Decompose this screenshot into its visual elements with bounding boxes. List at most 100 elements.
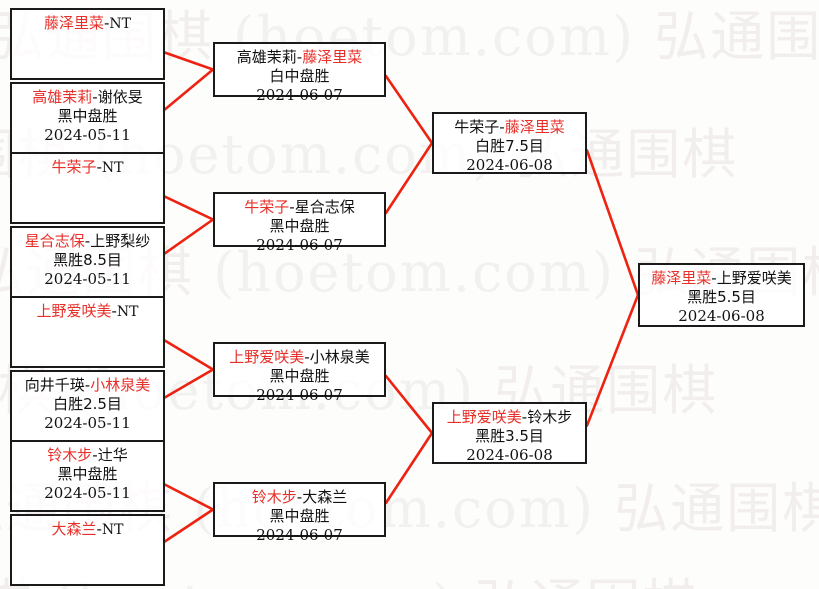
match-players: 牛荣子-星合志保 — [244, 198, 354, 217]
match-box-r1m8[interactable]: 大森兰-NT — [10, 514, 165, 586]
player-right: NT — [101, 160, 124, 176]
match-players: 大森兰-NT — [51, 520, 123, 540]
player-separator: - — [304, 348, 310, 366]
player-right: 藤泽里菜 — [302, 48, 363, 66]
player-separator: - — [521, 408, 528, 426]
player-right: 小林泉美 — [309, 348, 370, 366]
player-separator: - — [104, 14, 110, 32]
player-separator: - — [289, 198, 295, 216]
player-left: 牛荣子 — [454, 118, 500, 136]
match-players: 牛荣子-藤泽里菜 — [454, 118, 564, 137]
connector-line — [163, 68, 215, 111]
match-date: 2024-06-07 — [256, 526, 343, 545]
player-left: 大森兰 — [51, 520, 97, 538]
match-players: 牛荣子-NT — [51, 158, 123, 178]
connector-line — [163, 51, 215, 71]
match-result: 白胜2.5目 — [53, 395, 122, 414]
match-result: 黑中盘胜 — [57, 107, 118, 126]
match-box-r1m5[interactable]: 上野爱咲美-NT — [10, 296, 165, 368]
player-separator: - — [92, 88, 98, 106]
match-players: 藤泽里菜-NT — [44, 14, 131, 34]
match-players: 高雄茉莉-谢依旻 — [32, 88, 142, 107]
connector-line — [585, 293, 640, 427]
match-players: 星合志保-上野梨纱 — [25, 232, 150, 251]
match-date: 2024-05-11 — [44, 270, 131, 289]
match-box-r1m3[interactable]: 牛荣子-NT — [10, 152, 165, 224]
player-right: 藤泽里菜 — [504, 118, 565, 136]
match-players: 铃木步-大森兰 — [252, 488, 347, 507]
player-separator: - — [296, 48, 303, 66]
match-date: 2024-05-11 — [44, 414, 131, 433]
match-date: 2024-06-08 — [678, 307, 765, 326]
match-date: 2024-05-11 — [44, 484, 131, 503]
match-result: 黑中盘胜 — [57, 465, 118, 484]
match-date: 2024-06-08 — [466, 446, 553, 465]
player-left: 藤泽里菜 — [43, 14, 104, 32]
player-separator: - — [96, 520, 102, 538]
player-right: 大森兰 — [302, 488, 348, 506]
player-left: 上野爱咲美 — [36, 302, 112, 320]
connector-line — [384, 141, 434, 215]
player-left: 向井千瑛 — [24, 376, 85, 394]
match-result: 黑胜8.5目 — [53, 251, 122, 270]
match-players: 铃木步-辻华 — [47, 446, 127, 465]
player-right: 辻华 — [97, 446, 128, 464]
match-result: 白胜7.5目 — [475, 137, 544, 156]
player-left: 铃木步 — [251, 488, 297, 506]
match-result: 白中盘胜 — [269, 67, 330, 86]
connector-line — [163, 368, 215, 399]
connector-line — [163, 339, 215, 371]
player-left: 藤泽里菜 — [651, 269, 712, 287]
connector-line — [384, 74, 434, 145]
match-date: 2024-05-11 — [44, 126, 131, 145]
match-players: 向井千瑛-小林泉美 — [25, 376, 150, 395]
player-separator: - — [111, 302, 117, 320]
player-separator: - — [96, 158, 102, 176]
match-players: 上野爱咲美-NT — [36, 302, 138, 322]
connector-line — [585, 149, 640, 297]
connector-line — [163, 195, 215, 221]
match-box-r1m1[interactable]: 藤泽里菜-NT — [10, 8, 165, 80]
player-left: 牛荣子 — [51, 158, 97, 176]
connector-line — [163, 483, 215, 511]
connector-line — [384, 374, 434, 435]
player-left: 上野爱咲美 — [229, 348, 305, 366]
player-separator: - — [499, 118, 505, 136]
match-result: 黑中盘胜 — [269, 217, 330, 236]
player-left: 铃木步 — [47, 446, 93, 464]
player-right: 上野梨纱 — [90, 232, 151, 250]
player-right: 铃木步 — [527, 408, 573, 426]
match-players: 藤泽里菜-上野爱咲美 — [651, 269, 791, 288]
player-right: 小林泉美 — [90, 376, 151, 394]
connector-line — [384, 431, 434, 505]
connector-line — [163, 218, 215, 255]
player-left: 星合志保 — [24, 232, 85, 250]
player-right: 谢依旻 — [97, 88, 143, 106]
match-date: 2024-06-08 — [466, 156, 553, 175]
match-players: 上野爱咲美-铃木步 — [447, 408, 572, 427]
player-separator: - — [296, 488, 303, 506]
player-separator: - — [84, 232, 91, 250]
player-left: 高雄茉莉 — [236, 48, 297, 66]
player-separator: - — [92, 446, 98, 464]
match-result: 黑中盘胜 — [269, 367, 330, 386]
match-players: 上野爱咲美-小林泉美 — [229, 348, 369, 367]
match-date: 2024-06-07 — [256, 236, 343, 255]
player-right: 上野爱咲美 — [716, 269, 792, 287]
match-date: 2024-06-07 — [256, 386, 343, 405]
player-right: NT — [109, 16, 132, 32]
match-players: 高雄茉莉-藤泽里菜 — [237, 48, 362, 67]
player-right: NT — [116, 304, 139, 320]
